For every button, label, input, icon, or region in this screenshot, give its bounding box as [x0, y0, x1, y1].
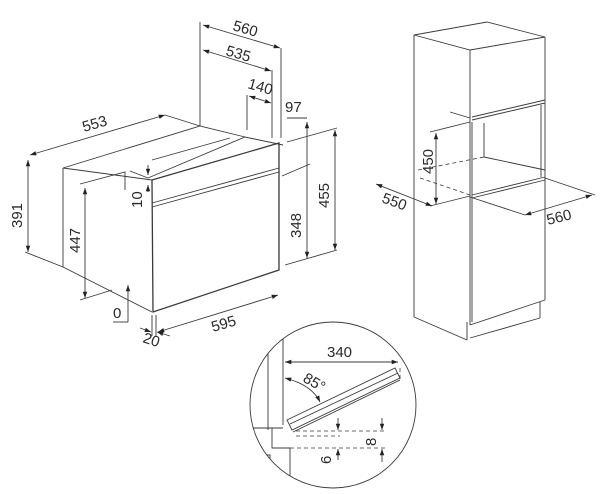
dim-391: 391 [9, 203, 26, 228]
door-detail: 340 85° 8 6 [249, 321, 417, 489]
dim-535: 535 [224, 43, 253, 66]
dim-20: 20 [141, 330, 162, 351]
cabinet-dimensions: 450 550 560 [375, 111, 596, 229]
dim-6: 6 [318, 456, 335, 464]
cabinet-drawing [413, 21, 546, 341]
dim-553: 553 [80, 113, 109, 136]
dim-10: 10 [129, 191, 146, 208]
dim-97: 97 [285, 99, 302, 116]
dim-560-cabinet: 560 [545, 206, 573, 229]
dim-455: 455 [316, 183, 333, 208]
oven-labels: 560 535 140 97 553 391 447 10 348 455 0 … [9, 18, 333, 351]
dim-450: 450 [420, 149, 437, 174]
dim-348: 348 [288, 213, 305, 238]
oven-dimensions [24, 22, 338, 337]
dim-85-degrees: 85° [300, 370, 328, 396]
dim-447: 447 [67, 228, 84, 253]
dim-560: 560 [231, 18, 260, 41]
oven-drawing [62, 125, 284, 313]
dim-340: 340 [327, 344, 352, 361]
dim-8: 8 [363, 438, 380, 446]
dim-140: 140 [246, 76, 275, 99]
dim-550: 550 [380, 190, 409, 215]
dim-595: 595 [209, 313, 238, 336]
dim-0: 0 [113, 305, 121, 322]
